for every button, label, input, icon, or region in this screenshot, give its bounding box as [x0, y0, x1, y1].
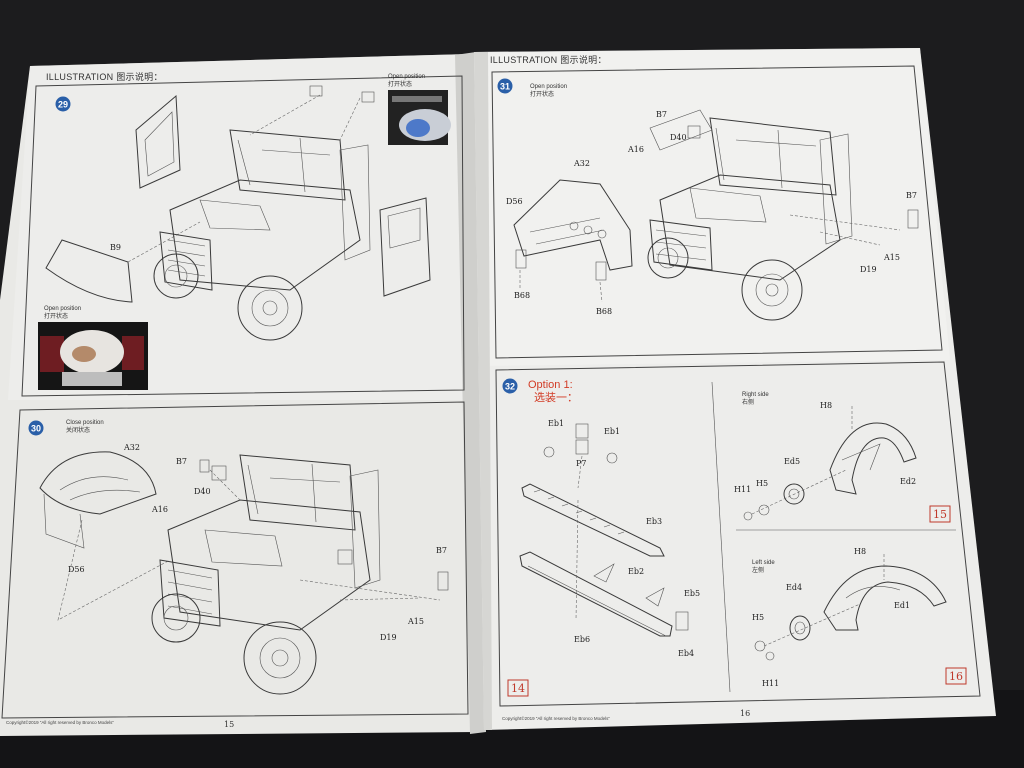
label-D40-31: D40 [670, 133, 687, 142]
windshield-part-drawing [45, 221, 201, 303]
step-32-number: 32 [505, 382, 515, 392]
step-31-title: Open position [530, 84, 567, 90]
left-side-title-cn: 左侧 [752, 566, 764, 574]
label-B7-30b: B7 [436, 546, 447, 555]
label-D19-31: D19 [860, 265, 877, 274]
truck-drawing-31 [647, 109, 919, 321]
option-1-title: Option 1: [528, 379, 573, 391]
step-31-number: 31 [500, 82, 510, 92]
label-B7-30a: B7 [176, 457, 187, 466]
truck-drawing-30 [151, 454, 449, 695]
label-Eb1-b: Eb1 [604, 427, 620, 436]
truck-drawing-29 [153, 85, 375, 341]
svg-text:14: 14 [511, 682, 525, 695]
left-page-footer: Copyright©2019 “All right reserved by Br… [6, 719, 114, 725]
label-Eb1-a: Eb1 [548, 419, 564, 428]
step-32-badge [502, 378, 518, 394]
label-Ed5: Ed5 [784, 457, 800, 466]
label-Eb5: Eb5 [684, 589, 700, 598]
step-29-number: 29 [58, 100, 68, 110]
left-fender-drawing [754, 554, 947, 661]
label-D56-30: D56 [68, 565, 85, 574]
option-1-title-cn: 选装一： [534, 391, 578, 404]
left-page-header: ILLUSTRATION 图示说明： [46, 71, 163, 82]
step-30-title-cn: 关闭状态 [66, 426, 90, 434]
label-D40-30: D40 [194, 487, 211, 496]
svg-text:15: 15 [933, 508, 947, 521]
step-31-title-cn: 打开状态 [530, 90, 554, 98]
step-31-panel: 31 Open position 打开状态 B7 D40 A16 A32 D56… [491, 65, 943, 359]
step-29-panel: 29 Open position 打开状态 B9 [21, 74, 465, 397]
label-A15-30: A15 [407, 617, 424, 626]
label-A32-30: A32 [123, 443, 140, 452]
label-Ed4: Ed4 [786, 583, 802, 592]
step-31-badge [497, 78, 513, 94]
label-H11-left: H11 [762, 679, 779, 688]
hood-open-drawing [513, 179, 633, 303]
option-1-parts-drawing [519, 423, 689, 637]
red-box-15: 15 [929, 505, 951, 523]
right-fender-drawing [743, 406, 917, 521]
left-side-title: Left side [752, 560, 775, 566]
red-box-16: 16 [945, 667, 967, 685]
left-page: ILLUSTRATION 图示说明： 29 Open position 打开状态 [0, 52, 486, 736]
left-page-number: 15 [224, 720, 234, 729]
open-position-photo-top [388, 90, 451, 145]
svg-text:16: 16 [949, 670, 963, 683]
red-box-14: 14 [507, 679, 529, 697]
label-H8-right: H8 [820, 401, 832, 410]
right-page: ILLUSTRATION 图示说明： 31 Open position 打开状态… [474, 48, 996, 730]
label-H5-left: H5 [752, 613, 764, 622]
label-Eb6: Eb6 [574, 635, 590, 644]
right-page-footer: Copyright©2019 “All right reserved by Br… [502, 715, 610, 721]
label-D56-31: D56 [506, 197, 523, 206]
step-30-title: Close position [66, 420, 104, 426]
label-Ed1: Ed1 [894, 601, 910, 610]
label-B7-31a: B7 [656, 110, 667, 119]
label-Eb4: Eb4 [678, 649, 694, 658]
label-B68-31a: B68 [514, 291, 530, 300]
label-A32-31: A32 [573, 159, 590, 168]
label-B9: B9 [110, 243, 121, 252]
label-Eb3: Eb3 [646, 517, 662, 526]
label-A16-31: A16 [627, 145, 644, 154]
label-Ed2: Ed2 [900, 477, 916, 486]
step-30-number: 30 [31, 424, 41, 434]
label-Eb2: Eb2 [628, 567, 644, 576]
step-32-panel: 32 Option 1: 选装一： Eb1 Eb1 P7 Eb3 [495, 361, 981, 707]
step-29-callout-bottom: Open position [44, 306, 81, 312]
label-H8-left: H8 [854, 547, 866, 556]
label-B7-31b: B7 [906, 191, 917, 200]
step-29-callout-bottom-cn: 打开状态 [44, 312, 68, 320]
right-side-title-cn: 右侧 [742, 398, 754, 406]
step-29-callout-top-cn: 打开状态 [388, 80, 412, 88]
right-side-title: Right side [742, 392, 769, 398]
label-H5-right: H5 [756, 479, 768, 488]
label-A16-30: A16 [151, 505, 168, 514]
step-29-callout-top: Open position [388, 74, 425, 80]
door-part-drawing [135, 94, 431, 297]
right-page-header: ILLUSTRATION 图示说明： [490, 54, 607, 65]
open-position-photo-bottom [38, 322, 148, 390]
label-B68-31b: B68 [596, 307, 612, 316]
label-P7: P7 [576, 459, 586, 468]
label-D19-30: D19 [380, 633, 397, 642]
hood-part-drawing [39, 451, 171, 621]
label-A15-31: A15 [883, 253, 900, 262]
step-30-panel: 30 Close position 关闭状态 A32 B7 D40 A16 D5… [1, 401, 469, 719]
right-page-number: 16 [740, 709, 750, 718]
step-30-badge [28, 420, 44, 436]
step-29-badge [55, 96, 71, 112]
label-H11-right: H11 [734, 485, 751, 494]
